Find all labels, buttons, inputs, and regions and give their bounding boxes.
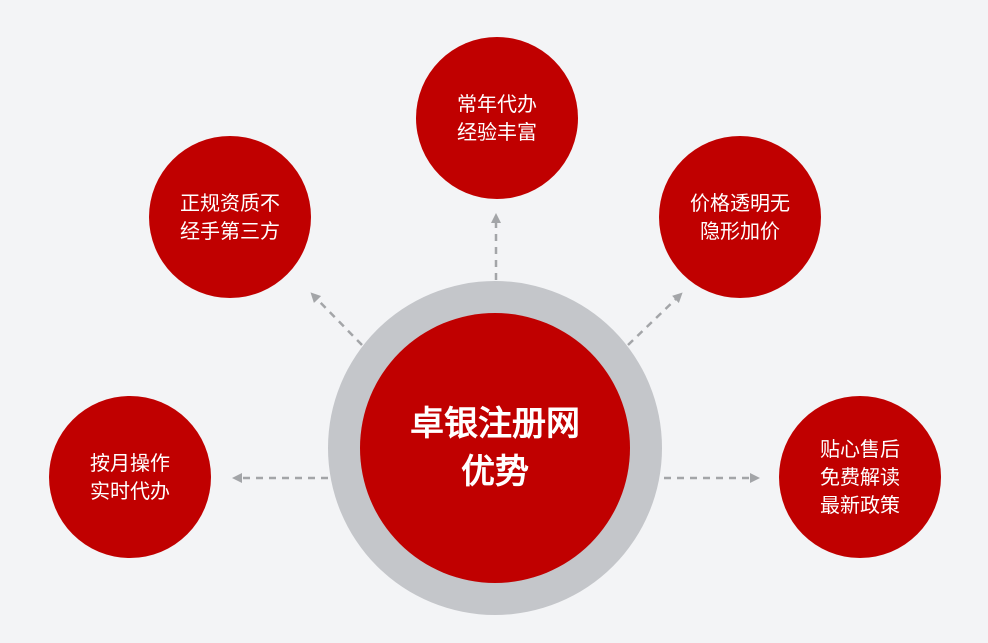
center-title-line2: 优势	[461, 452, 529, 492]
satellite-top-right: 价格透明无 隐形加价	[659, 136, 821, 298]
center-circle: 卓银注册网 优势	[360, 313, 630, 583]
arrow-top-right	[627, 292, 683, 346]
satellite-text: 贴心售后	[820, 437, 900, 461]
satellite-right: 贴心售后 免费解读 最新政策	[779, 396, 941, 558]
center-title-line1: 卓银注册网	[410, 404, 580, 444]
arrow-top-left	[310, 292, 363, 346]
satellite-top-left: 正规资质不 经手第三方	[149, 136, 311, 298]
satellite-text: 经手第三方	[180, 219, 280, 243]
satellite-top: 常年代办 经验丰富	[416, 37, 578, 199]
satellite-text: 最新政策	[820, 493, 900, 517]
satellite-text: 常年代办	[457, 92, 537, 116]
satellite-text: 免费解读	[820, 465, 900, 489]
satellite-text: 按月操作	[90, 451, 170, 475]
satellite-text: 隐形加价	[700, 219, 780, 243]
satellite-left: 按月操作 实时代办	[49, 396, 211, 558]
satellite-text: 实时代办	[90, 479, 170, 503]
satellite-text: 价格透明无	[690, 191, 790, 215]
satellite-text: 经验丰富	[457, 120, 537, 144]
satellite-text: 正规资质不	[180, 191, 280, 215]
